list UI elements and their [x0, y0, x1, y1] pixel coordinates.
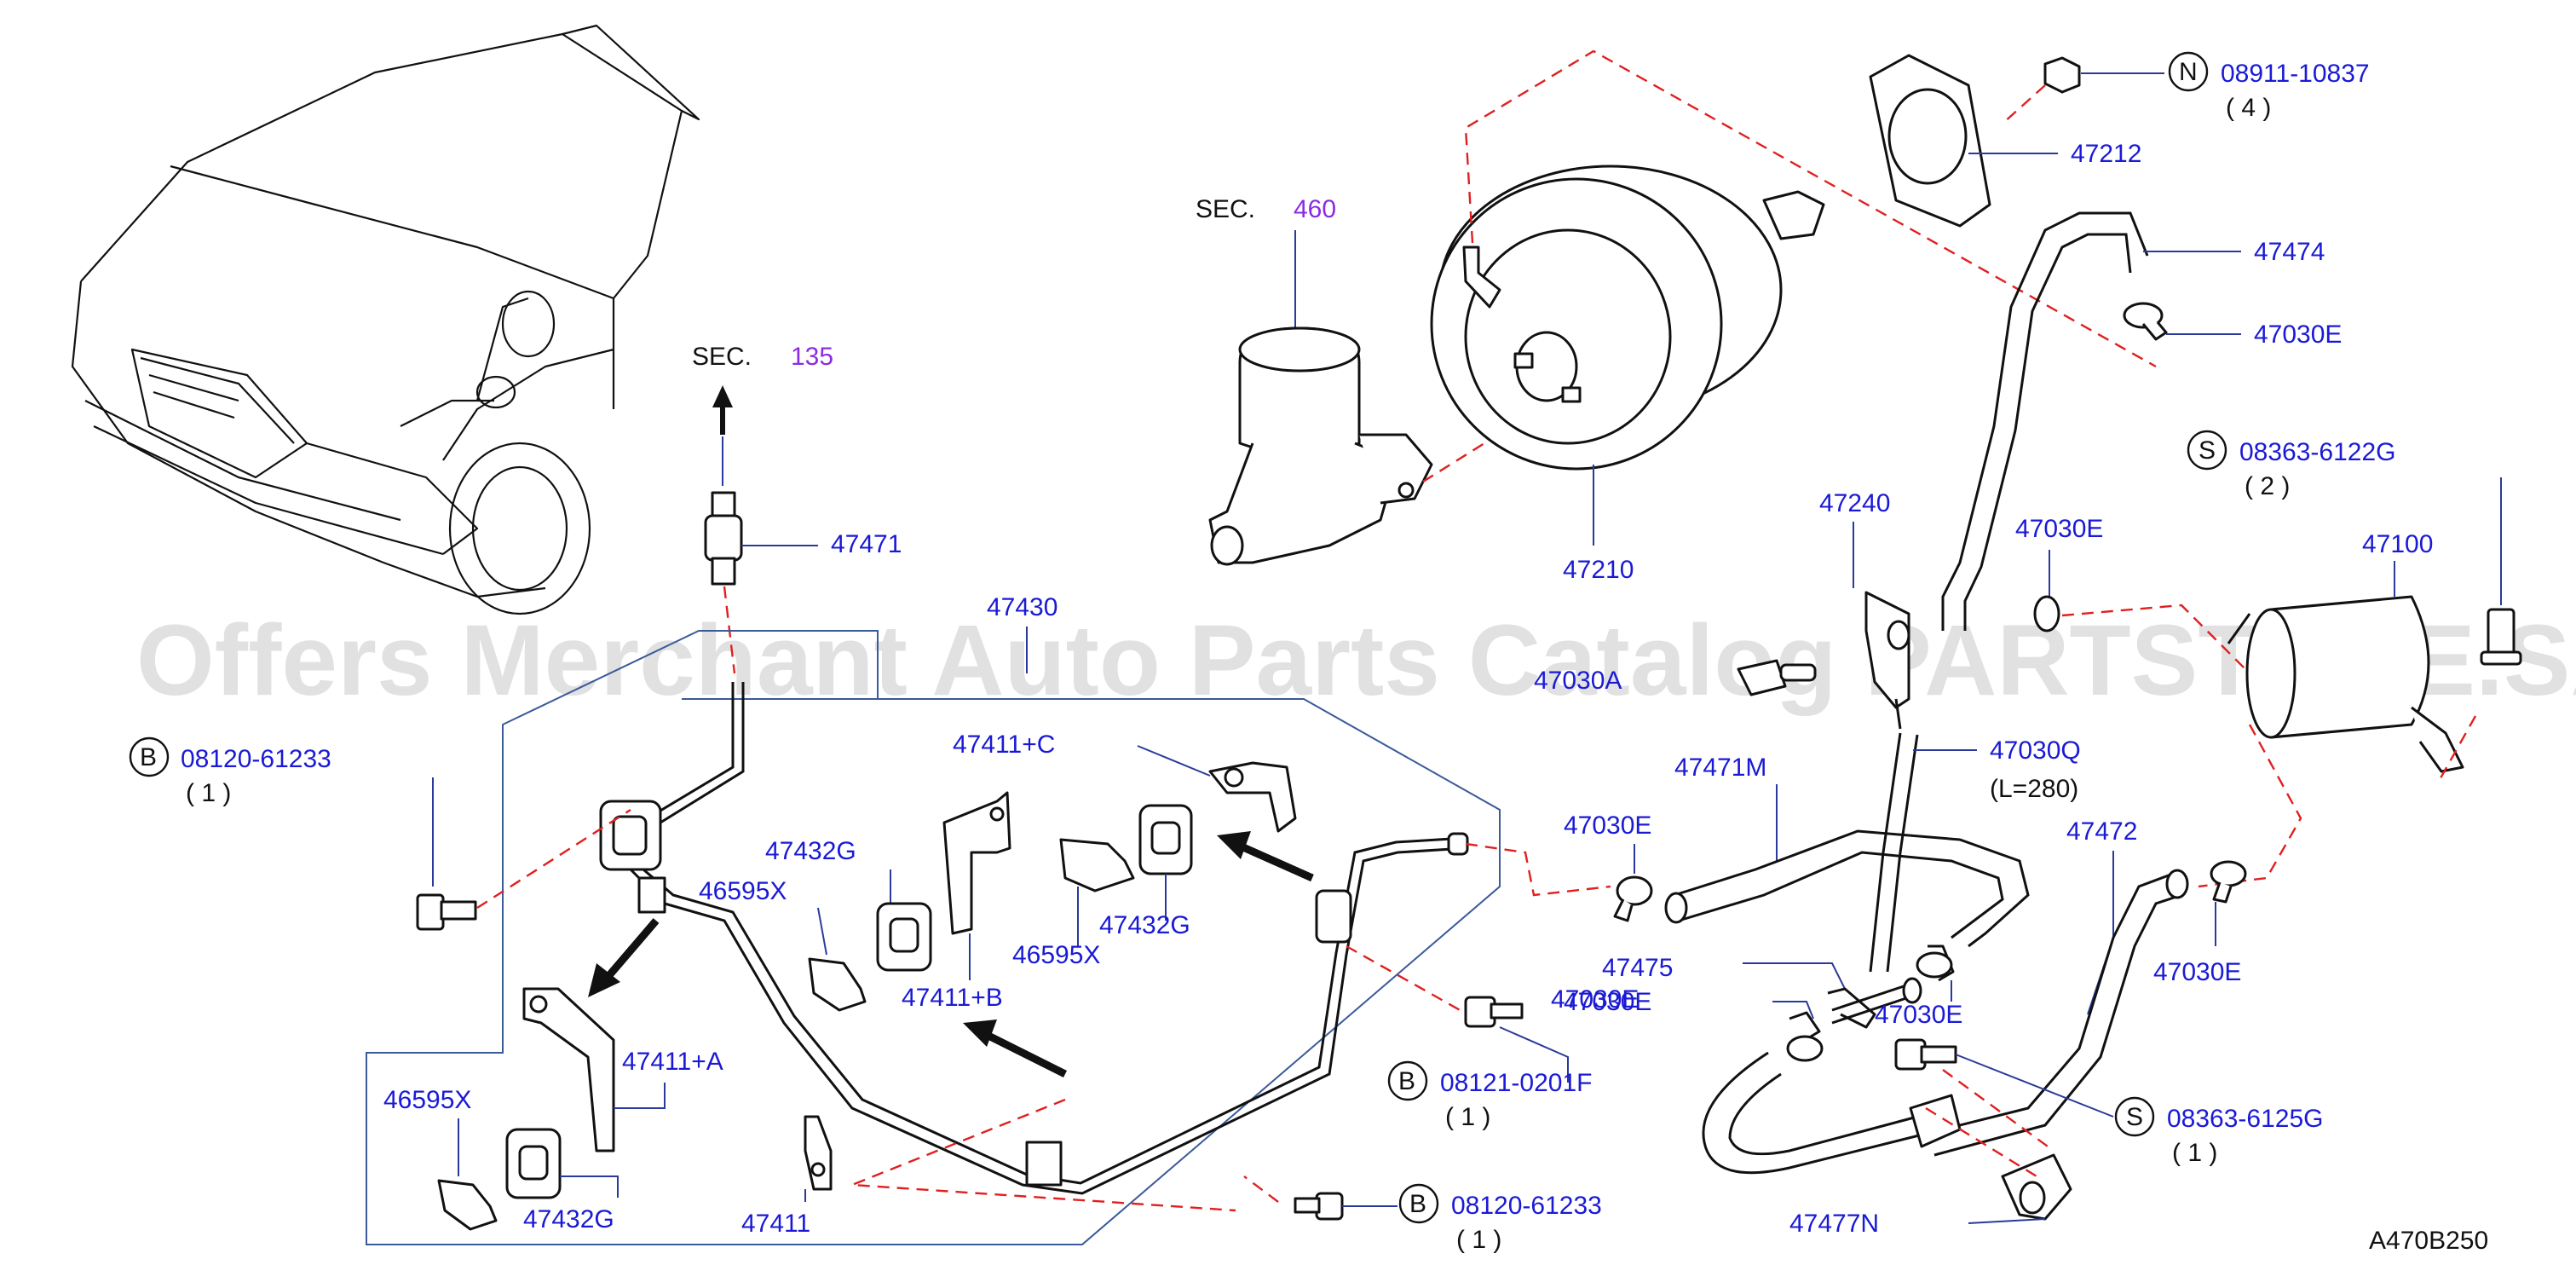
screw-s-upper: S 08363-6122G ( 2 ): [2187, 430, 2522, 666]
label-47030q-length: (L=280): [1990, 775, 2078, 803]
label-47474: 47474: [2254, 238, 2325, 266]
fastener-s-lower-letter: S: [2126, 1103, 2143, 1131]
label-47477n: 47477N: [1789, 1210, 1879, 1238]
label-47411-a: 47411+A: [622, 1048, 723, 1076]
clamp-47030e-lower: 47030E: [1551, 985, 1824, 1062]
bolt-b-left: B 08120-61233 ( 1 ): [129, 736, 631, 931]
label-47030e-lower: 47030E: [1551, 985, 1639, 1014]
clip-46595x-mid: 46595X: [1012, 838, 1135, 969]
label-47471: 47471: [831, 530, 902, 558]
car-illustration: [71, 24, 700, 615]
label-47030e-top: 47030E: [2254, 321, 2342, 349]
bushing-47432g-lower: 47432G: [505, 1128, 619, 1233]
bolt-b-middle: 47030E B 08121-0201F ( 1 ): [1387, 988, 1651, 1131]
fastener-b-middle-part: 08121-0201F: [1440, 1069, 1592, 1097]
label-47030e-lower-right: 47030E: [1875, 1001, 1962, 1029]
fastener-b-left-letter: B: [140, 743, 157, 771]
hose-47477n: 47477N: [1702, 1051, 2072, 1238]
label-47430: 47430: [987, 593, 1057, 621]
label-47411-c: 47411+C: [953, 731, 1055, 759]
section-460-number: 460: [1294, 195, 1336, 223]
diagram-code: A470B250: [2369, 1227, 2488, 1255]
section-135-prefix: SEC.: [692, 343, 752, 371]
label-47212: 47212: [2071, 140, 2141, 168]
label-47471m: 47471M: [1674, 754, 1766, 782]
clip-46595x-upper: 46595X: [699, 877, 867, 1012]
bushing-47432g-upper: 47432G: [765, 837, 932, 972]
screw-s-lower: S 08363-6125G ( 1 ): [1894, 1038, 2324, 1167]
label-46595x-upper: 46595X: [699, 877, 787, 905]
bracket-47411-a: 47411+A: [522, 987, 723, 1152]
fastener-b-bottom-qty: ( 1 ): [1456, 1226, 1501, 1254]
clamp-47030e-lower-right: 47030E: [1875, 980, 1962, 1029]
clamp-47030e-mid: 47030E: [2015, 515, 2250, 674]
canister-47100: 47100: [2198, 530, 2477, 888]
label-47100: 47100: [2362, 530, 2433, 558]
label-46595x-lower: 46595X: [383, 1086, 471, 1114]
fastener-b-middle-qty: ( 1 ): [1445, 1103, 1490, 1131]
section-135-number: 135: [791, 343, 833, 371]
gasket-47212: 47212: [1869, 54, 2141, 228]
hose-47471m: 47471M: [1664, 754, 2030, 948]
fastener-n-letter: N: [2179, 58, 2198, 86]
label-47240: 47240: [1819, 489, 1890, 517]
label-47432g-lower: 47432G: [523, 1205, 614, 1233]
bracket-47411-c: 47411+C: [953, 731, 1297, 833]
fastener-s-upper-letter: S: [2199, 436, 2216, 465]
hose-47030q: 47030Q (L=280): [1869, 732, 2081, 973]
clamp-47030e-left: 47030E: [1564, 812, 1653, 922]
fastener-b-bottom-part: 08120-61233: [1451, 1192, 1602, 1220]
fastener-b-left-qty: ( 1 ): [186, 779, 231, 807]
label-47432g-mid: 47432G: [1099, 911, 1190, 939]
check-valve-47471: 47471: [704, 491, 902, 674]
fastener-b-bottom-letter: B: [1409, 1190, 1426, 1218]
label-47030e-bolt: 47030E: [1564, 988, 1651, 1016]
tube-assembly-47430: 47430: [366, 593, 1611, 1245]
label-47411-b: 47411+B: [902, 984, 1003, 1012]
label-47030e-right: 47030E: [2153, 958, 2241, 986]
label-47475: 47475: [1602, 954, 1673, 982]
valve-47030a: 47030A: [1534, 659, 1817, 696]
watermark: Offers Merchant Auto Parts Catalog PARTS…: [136, 604, 2576, 717]
fastener-n-part: 08911-10837: [2221, 60, 2370, 88]
hose-47474: 47474: [1941, 211, 2325, 631]
fastener-n-qty: ( 4 ): [2226, 94, 2271, 122]
master-cylinder: [1208, 326, 1526, 566]
valve-47475: 47475: [1602, 944, 1955, 1029]
bolt-b-bottom: B 08120-61233 ( 1 ): [1243, 1175, 1602, 1254]
label-47210: 47210: [1563, 556, 1634, 584]
fastener-s-lower-qty: ( 1 ): [2172, 1139, 2217, 1167]
brake-booster-47210: 47210: [1430, 49, 2157, 584]
section-460-reference: SEC. 460: [1196, 195, 1336, 328]
fastener-b-left-part: 08120-61233: [181, 745, 331, 773]
bracket-47411-b: 47411+B: [902, 791, 1011, 1012]
label-47030e-left: 47030E: [1564, 812, 1651, 840]
section-135-reference: SEC. 135: [692, 343, 833, 486]
nut-n: N 08911-10837 ( 4 ): [2002, 51, 2370, 124]
bracket-47411: 47411: [741, 1115, 833, 1238]
section-460-prefix: SEC.: [1196, 195, 1255, 223]
label-47030a: 47030A: [1534, 667, 1622, 695]
clip-46595x-lower: 46595X: [383, 1086, 498, 1231]
label-47432g-upper: 47432G: [765, 837, 856, 865]
fastener-b-middle-letter: B: [1398, 1067, 1415, 1095]
fastener-s-upper-part: 08363-6122G: [2239, 438, 2396, 466]
bracket-47240: 47240: [1819, 489, 1910, 730]
label-46595x-mid: 46595X: [1012, 941, 1100, 969]
fastener-s-lower-part: 08363-6125G: [2167, 1105, 2324, 1133]
label-47030q: 47030Q: [1990, 736, 2081, 765]
bushing-47432g-mid: 47432G: [1099, 804, 1193, 939]
clamp-47030e-top: 47030E: [2123, 302, 2342, 349]
clamp-47030e-right: 47030E: [2153, 860, 2247, 986]
label-47030e-mid: 47030E: [2015, 515, 2103, 543]
label-47411: 47411: [741, 1210, 810, 1238]
fastener-s-upper-qty: ( 2 ): [2245, 472, 2290, 500]
label-47472: 47472: [2066, 817, 2137, 846]
